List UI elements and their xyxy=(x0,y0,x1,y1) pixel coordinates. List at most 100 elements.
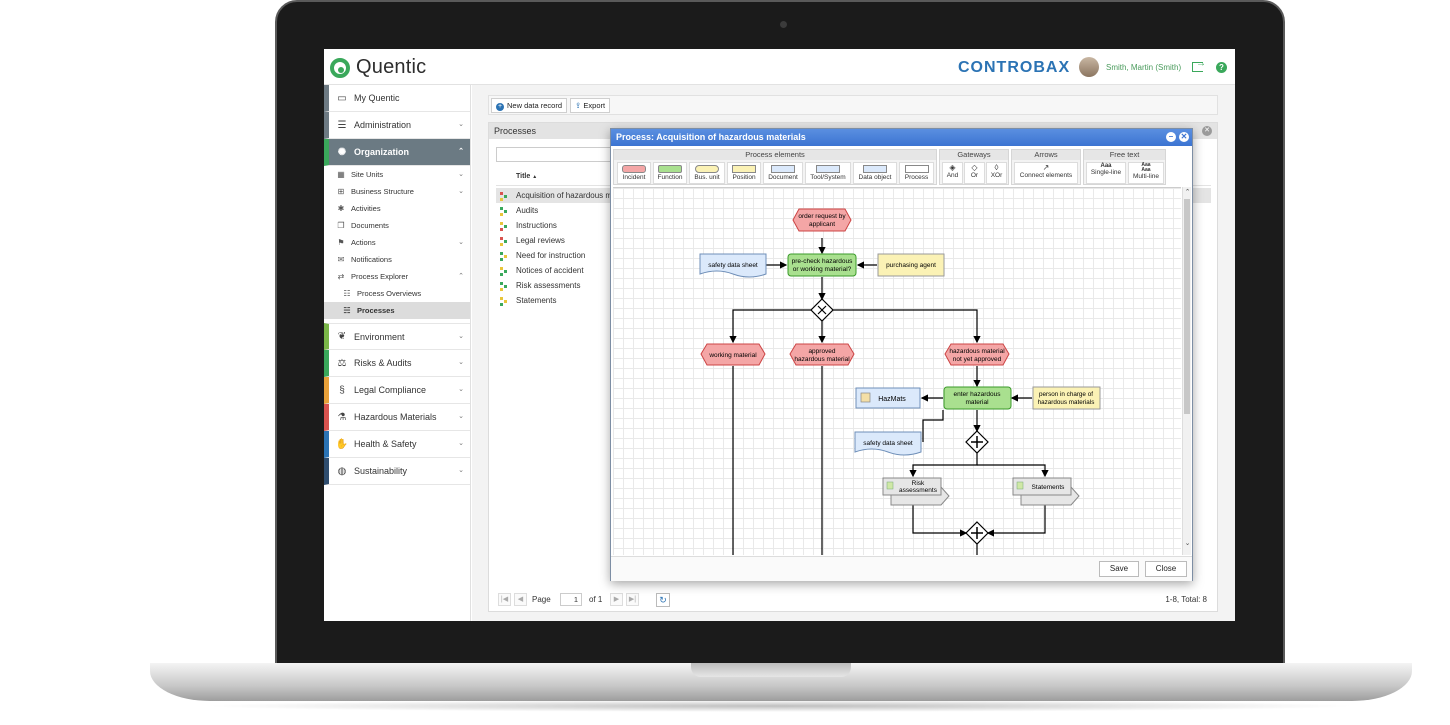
tool-label: Data object xyxy=(858,174,892,181)
table-row[interactable]: Need for instruction xyxy=(496,248,1211,263)
tool-position[interactable]: Position xyxy=(727,162,761,184)
user-avatar[interactable] xyxy=(1079,57,1099,77)
chevron-down-icon[interactable]: ⌄ xyxy=(458,188,464,195)
tool-incident[interactable]: Incident xyxy=(617,162,651,184)
logout-icon[interactable] xyxy=(1192,58,1206,72)
chevron-down-icon[interactable]: ⌄ xyxy=(458,359,464,366)
filter-input[interactable] xyxy=(496,147,621,162)
diagram-text: enter hazardous xyxy=(954,391,1002,398)
sidebar-item-my-quentic[interactable]: ▭ My Quentic xyxy=(324,85,470,112)
sidebar-item-legal-compliance[interactable]: § Legal Compliance ⌄ xyxy=(324,377,470,404)
close-button[interactable]: Close xyxy=(1145,561,1187,577)
first-page-button[interactable]: |◀ xyxy=(498,593,511,606)
function-shape xyxy=(787,253,857,277)
chevron-up-icon[interactable]: ⌃ xyxy=(458,273,464,280)
minimize-icon[interactable]: – xyxy=(1166,132,1176,142)
xor-gateway[interactable] xyxy=(810,298,834,322)
tool-hazmats[interactable]: HazMats xyxy=(855,387,921,409)
and-gateway[interactable] xyxy=(965,430,989,454)
sidebar-subitem-actions[interactable]: ⚑ Actions ⌄ xyxy=(324,234,470,251)
sidebar-item-organization[interactable]: ✺ Organization ⌃ xyxy=(324,139,470,166)
diagram-scrollbar[interactable]: ⌃ ⌄ xyxy=(1182,187,1191,555)
sidebar-subitem-site-units[interactable]: ▦ Site Units ⌄ xyxy=(324,166,470,183)
table-row[interactable]: Notices of accident xyxy=(496,263,1211,278)
incident-approved[interactable]: approved hazardous material xyxy=(789,343,855,366)
page-input[interactable]: 1 xyxy=(560,593,582,606)
sidebar-item-risks-audits[interactable]: ⚖ Risks & Audits ⌄ xyxy=(324,350,470,377)
tool-or[interactable]: ◇Or xyxy=(964,162,985,184)
sidebar-subitem-business-structure[interactable]: ⊞ Business Structure ⌄ xyxy=(324,183,470,200)
sidebar-subitem-documents[interactable]: ❐ Documents xyxy=(324,217,470,234)
user-name[interactable]: Smith, Martin (Smith) xyxy=(1106,63,1182,72)
document-safety-data-sheet[interactable]: safety data sheet xyxy=(699,253,767,278)
table-row[interactable]: Legal reviews xyxy=(496,233,1211,248)
document-safety-data-sheet-2[interactable]: safety data sheet xyxy=(854,431,922,456)
incident-not-approved[interactable]: hazardous material not yet approved xyxy=(944,343,1010,366)
tool-bus-unit[interactable]: Bus. unit xyxy=(689,162,725,184)
chevron-down-icon[interactable]: ⌄ xyxy=(458,440,464,447)
prev-page-button[interactable]: ◀ xyxy=(514,593,527,606)
position-person-in-charge[interactable]: person in charge of hazardous materials xyxy=(1032,386,1101,410)
last-page-button[interactable]: ▶| xyxy=(626,593,639,606)
position-purchasing-agent[interactable]: purchasing agent xyxy=(877,253,945,277)
process-icon xyxy=(500,221,510,231)
close-icon[interactable]: ✕ xyxy=(1202,126,1212,136)
help-icon[interactable]: ? xyxy=(1216,62,1227,73)
scroll-down-icon[interactable]: ⌄ xyxy=(1184,540,1191,547)
chevron-down-icon[interactable]: ⌄ xyxy=(458,333,464,340)
incident-working-material[interactable]: working material xyxy=(700,343,766,366)
and-gateway-join[interactable] xyxy=(965,521,989,545)
sidebar-item-administration[interactable]: ☰ Administration ⌄ xyxy=(324,112,470,139)
save-button[interactable]: Save xyxy=(1099,561,1139,577)
tool-and[interactable]: ◈And xyxy=(942,162,963,184)
sidebar-item-health-safety[interactable]: ✋ Health & Safety ⌄ xyxy=(324,431,470,458)
tool-data-object[interactable]: Data object xyxy=(853,162,897,184)
chevron-down-icon[interactable]: ⌄ xyxy=(458,239,464,246)
chevron-down-icon[interactable]: ⌄ xyxy=(458,386,464,393)
table-row[interactable]: Statements xyxy=(496,293,1211,308)
tool-tool-system[interactable]: Tool/System xyxy=(805,162,851,184)
chevron-up-icon[interactable]: ⌃ xyxy=(458,148,464,155)
function-enter-hazardous[interactable]: enter hazardous material xyxy=(943,386,1012,410)
document-swatch xyxy=(771,165,795,173)
sidebar-item-environment[interactable]: ❦ Environment ⌄ xyxy=(324,323,470,350)
sidebar-subitem-processes[interactable]: ☵ Processes xyxy=(324,302,470,319)
process-icon-svg xyxy=(500,267,507,276)
table-row[interactable]: Audits xyxy=(496,203,1211,218)
chevron-down-icon[interactable]: ⌄ xyxy=(458,121,464,128)
tool-connect-elements[interactable]: ↗Connect elements xyxy=(1014,162,1078,184)
incident-order-request[interactable]: order request by applicant xyxy=(792,208,852,232)
sidebar-item-sustainability[interactable]: ◍ Sustainability ⌄ xyxy=(324,458,470,485)
export-button[interactable]: ⇪ Export xyxy=(570,98,611,113)
sidebar-subitem-process-explorer[interactable]: ⇄ Process Explorer ⌃ xyxy=(324,268,470,285)
chevron-down-icon[interactable]: ⌄ xyxy=(458,413,464,420)
tool-process[interactable]: Process xyxy=(899,162,934,184)
table-row[interactable]: Instructions xyxy=(496,218,1211,233)
chevron-down-icon[interactable]: ⌄ xyxy=(458,171,464,178)
scroll-up-icon[interactable]: ⌃ xyxy=(1184,189,1191,196)
diagram-canvas[interactable]: order request by applicant pre-check haz… xyxy=(613,187,1181,555)
tool-xor[interactable]: ◊XOr xyxy=(986,162,1007,184)
refresh-button[interactable]: ↻ xyxy=(656,593,670,607)
sidebar-subitem-process-overviews[interactable]: ☷ Process Overviews xyxy=(324,285,470,302)
sidebar-subitem-label: Process Explorer xyxy=(351,272,409,281)
table-row[interactable]: Risk assessments xyxy=(496,278,1211,293)
diagram-text: or working material? xyxy=(793,266,852,273)
scroll-thumb[interactable] xyxy=(1184,199,1190,414)
close-icon[interactable]: ✕ xyxy=(1179,132,1189,142)
sidebar-subitem-notifications[interactable]: ✉ Notifications xyxy=(324,251,470,268)
new-record-button[interactable]: +New data record xyxy=(491,98,568,113)
app-logo[interactable]: Quentic xyxy=(330,56,426,79)
process-risk-assessments[interactable]: Risk assessments xyxy=(882,477,950,506)
sidebar-item-hazardous-materials[interactable]: ⚗ Hazardous Materials ⌄ xyxy=(324,404,470,431)
process-statements[interactable]: Statements xyxy=(1012,477,1080,506)
process-icon xyxy=(500,206,510,216)
tool-document[interactable]: Document xyxy=(763,162,803,184)
sidebar-subitem-activities[interactable]: ✱ Activities xyxy=(324,200,470,217)
chevron-down-icon[interactable]: ⌄ xyxy=(458,467,464,474)
tool-function[interactable]: Function xyxy=(653,162,687,184)
function-pre-check[interactable]: pre-check hazardous or working material? xyxy=(787,253,857,277)
next-page-button[interactable]: ▶ xyxy=(610,593,623,606)
